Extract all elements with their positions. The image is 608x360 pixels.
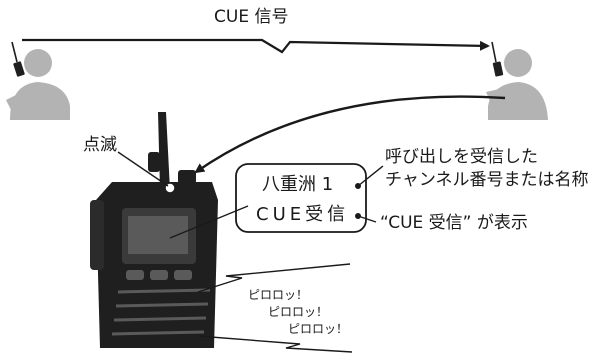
sound-text: ピロロッ！ (288, 322, 349, 336)
lcd-callout-box (235, 163, 367, 233)
person-right-icon (486, 41, 548, 120)
caller-desc-pointer (357, 165, 384, 187)
caller-desc-line1: 呼び出しを受信した (385, 147, 538, 167)
blink-pointer (117, 151, 169, 187)
lcd-line-cue-received: CUE受信 (256, 204, 350, 225)
sound-text: ピロロッ！ (268, 305, 329, 319)
lcd-pointer (169, 205, 249, 239)
sound-line-upper (197, 263, 351, 293)
sound-line-lower (197, 335, 353, 353)
sound-text: ピロロッ！ (248, 288, 309, 302)
caller-desc-line2: チャンネル番号または名称 (385, 170, 589, 190)
cue-signal-label: CUE 信号 (214, 7, 289, 27)
lcd-line-channel: 八重洲 1 (262, 174, 334, 195)
return-arrow (194, 95, 506, 174)
display-desc-pointer (357, 215, 377, 223)
blink-label: 点滅 (83, 135, 117, 155)
display-desc: “CUE 受信” が表示 (380, 213, 528, 233)
walkie-talkie-icon (90, 112, 218, 348)
person-left-icon (6, 41, 70, 120)
cue-signal-arrow (22, 38, 490, 54)
